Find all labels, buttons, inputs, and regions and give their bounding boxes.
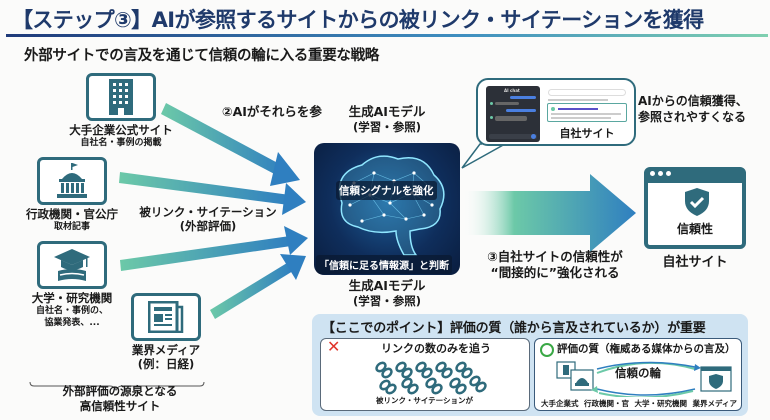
source-detail: 取材記事 <box>53 222 90 232</box>
title-divider <box>6 34 768 37</box>
ai-chat-bubble: AI chat 自社サイト <box>476 78 636 146</box>
arrow-from-government <box>119 172 306 215</box>
trusted-source-tag: 「信頼に足る情報源」と判断 <box>316 255 452 274</box>
ai-model-title: 生成AIモデル <box>348 104 426 119</box>
ai-model-title-bottom: 生成AIモデル <box>348 278 426 293</box>
key-point-panel: 【ここでのポイント】評価の質（誰から言及されているか）が重要 ✕ リンクの数のみ… <box>312 314 748 416</box>
government-icon-box <box>37 157 107 205</box>
shield-check-icon <box>685 188 709 216</box>
source-name: 大手企業公式サイト <box>69 123 173 137</box>
bubble-site-label: 自社サイト <box>559 127 615 140</box>
page-subtitle: 外部サイトでの言及を通じて信頼の輪に入る重要な戦略 <box>24 48 379 64</box>
own-site-browser: 信頼性 <box>644 167 746 249</box>
trust-circle-label: 信頼の輪 <box>615 366 661 380</box>
source-name: 業界メディア <box>131 343 201 357</box>
authority-source: 大学・研究機関 <box>634 399 688 408</box>
bad-approach-caption: 被リンク・サイテーションが <box>375 396 474 405</box>
newspaper-icon <box>148 301 184 333</box>
sources-caption: 高信頼性サイト <box>79 399 161 413</box>
bubble-caption: 参照されやすくなる <box>638 110 747 124</box>
source-detail: 自社名・事例の、 <box>35 306 108 316</box>
ai-brain-image: 信頼シグナルを強化 「信頼に足る情報源」と判断 <box>314 143 460 275</box>
chain-links-icon <box>375 361 487 395</box>
ai-refers-label: ②AIがそれらを参 <box>222 104 322 119</box>
graduation-cap-icon <box>54 249 90 281</box>
trust-circle-diagram <box>556 361 732 397</box>
good-approach-card: 評価の質（権威ある媒体からの言及） 信頼の輪 大手企業式 行政機関・官 大学・研… <box>534 338 742 411</box>
arrow-to-own-site <box>462 174 636 252</box>
authority-sources-list: 大手企業式 行政機関・官 大学・研究機関 業界メディア <box>541 398 737 409</box>
source-name: 行政機関・官公庁 <box>26 207 118 221</box>
search-results-window <box>544 86 630 126</box>
check-circle-icon <box>540 343 554 357</box>
own-site-result <box>547 103 627 122</box>
authority-source: 行政機関・官 <box>584 399 629 408</box>
ai-model-subtitle: (学習・参照) <box>352 120 421 134</box>
source-name-sub: (例：日経) <box>137 357 195 371</box>
source-detail: 協業発表、... <box>44 318 100 328</box>
authority-source: 大手企業式 <box>541 399 579 408</box>
source-name: 大学・研究機関 <box>31 291 113 305</box>
result-caption: “間接的に”強化される <box>490 265 620 280</box>
bubble-caption: AIからの信頼獲得、 <box>638 94 748 108</box>
authority-source: 業界メディア <box>692 399 737 408</box>
arrow-from-university <box>120 226 308 271</box>
arrow-from-corporate <box>161 103 300 186</box>
ai-model-subtitle-bottom: (学習・参照) <box>352 294 421 308</box>
page-title: 【ステップ③】AIが参照するサイトからの被リンク・サイテーションを獲得 <box>12 8 704 32</box>
office-building-icon <box>109 79 133 115</box>
trust-badge-label: 信頼性 <box>676 222 713 236</box>
sources-caption: 外部評価の源泉となる <box>62 384 178 398</box>
ai-chat-window: AI chat <box>486 86 540 142</box>
key-point-title: 【ここでのポイント】評価の質（誰から言及されているか）が重要 <box>322 321 706 336</box>
trust-signal-tag: 信頼シグナルを強化 <box>336 181 437 200</box>
browser-dots <box>650 171 671 176</box>
cross-icon: ✕ <box>327 337 341 356</box>
arrow-from-media <box>210 254 306 319</box>
backlinks-sublabel: (外部評価) <box>179 219 237 233</box>
result-caption: ③自社サイトの信頼性が <box>487 249 623 264</box>
government-building-icon <box>57 163 87 198</box>
own-site-label: 自社サイト <box>662 255 728 270</box>
bad-approach-heading: リンクの数のみを追う <box>381 342 491 355</box>
source-detail: 自社名・事例の掲載 <box>80 138 162 148</box>
good-approach-heading: 評価の質（権威ある媒体からの言及） <box>557 343 736 355</box>
media-icon-box <box>131 293 201 341</box>
sources-brace <box>29 381 205 392</box>
corporate-site-icon-box <box>86 73 156 121</box>
ai-chat-title: AI chat <box>504 88 520 93</box>
backlinks-label: 被リンク・サイテーション <box>139 205 277 219</box>
university-icon-box <box>37 241 107 289</box>
bad-approach-card: ✕ リンクの数のみを追う 被リンク・サイテーションが <box>320 337 530 411</box>
